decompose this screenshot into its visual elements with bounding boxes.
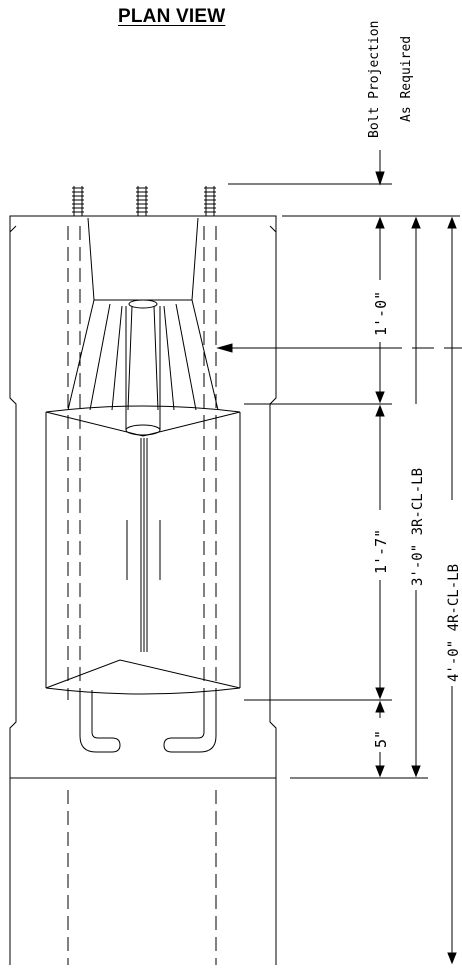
chamber-body [45, 306, 241, 695]
as-required-note: As Required [399, 36, 414, 122]
dimension-1ft7in: 1'-7" [372, 404, 390, 700]
centerline-arrow [216, 343, 380, 353]
hidden-bolt-lines [67, 226, 217, 965]
bolt-projection-note: Bolt Projection [367, 21, 382, 138]
bolt-projection-arrow [228, 150, 392, 186]
bolt-hooks [79, 690, 217, 753]
bolt-left [72, 186, 84, 216]
dim-5in-label: 5" [372, 730, 390, 748]
anchor-bolts [72, 186, 216, 216]
dimension-1ft: 1'-0" [372, 216, 390, 404]
dim-3ft-label: 3'-0" 3R-CL-LB [410, 468, 426, 586]
dim-1ft-label: 1'-0" [372, 291, 390, 336]
dim-1ft7in-label: 1'-7" [372, 529, 390, 574]
bolt-center [136, 186, 148, 216]
extension-lines [244, 215, 462, 779]
dimension-3ft: 3'-0" 3R-CL-LB [410, 216, 426, 778]
dim-4ft-label: 4'-0" 4R-CL-LB [446, 564, 462, 682]
bolt-right [204, 186, 216, 216]
dimension-4ft: 4'-0" 4R-CL-LB [446, 216, 462, 965]
hopper-funnel [67, 217, 219, 411]
dimension-5in: 5" [372, 700, 390, 778]
base-outline [9, 215, 277, 965]
view-title: PLAN VIEW [118, 6, 226, 27]
